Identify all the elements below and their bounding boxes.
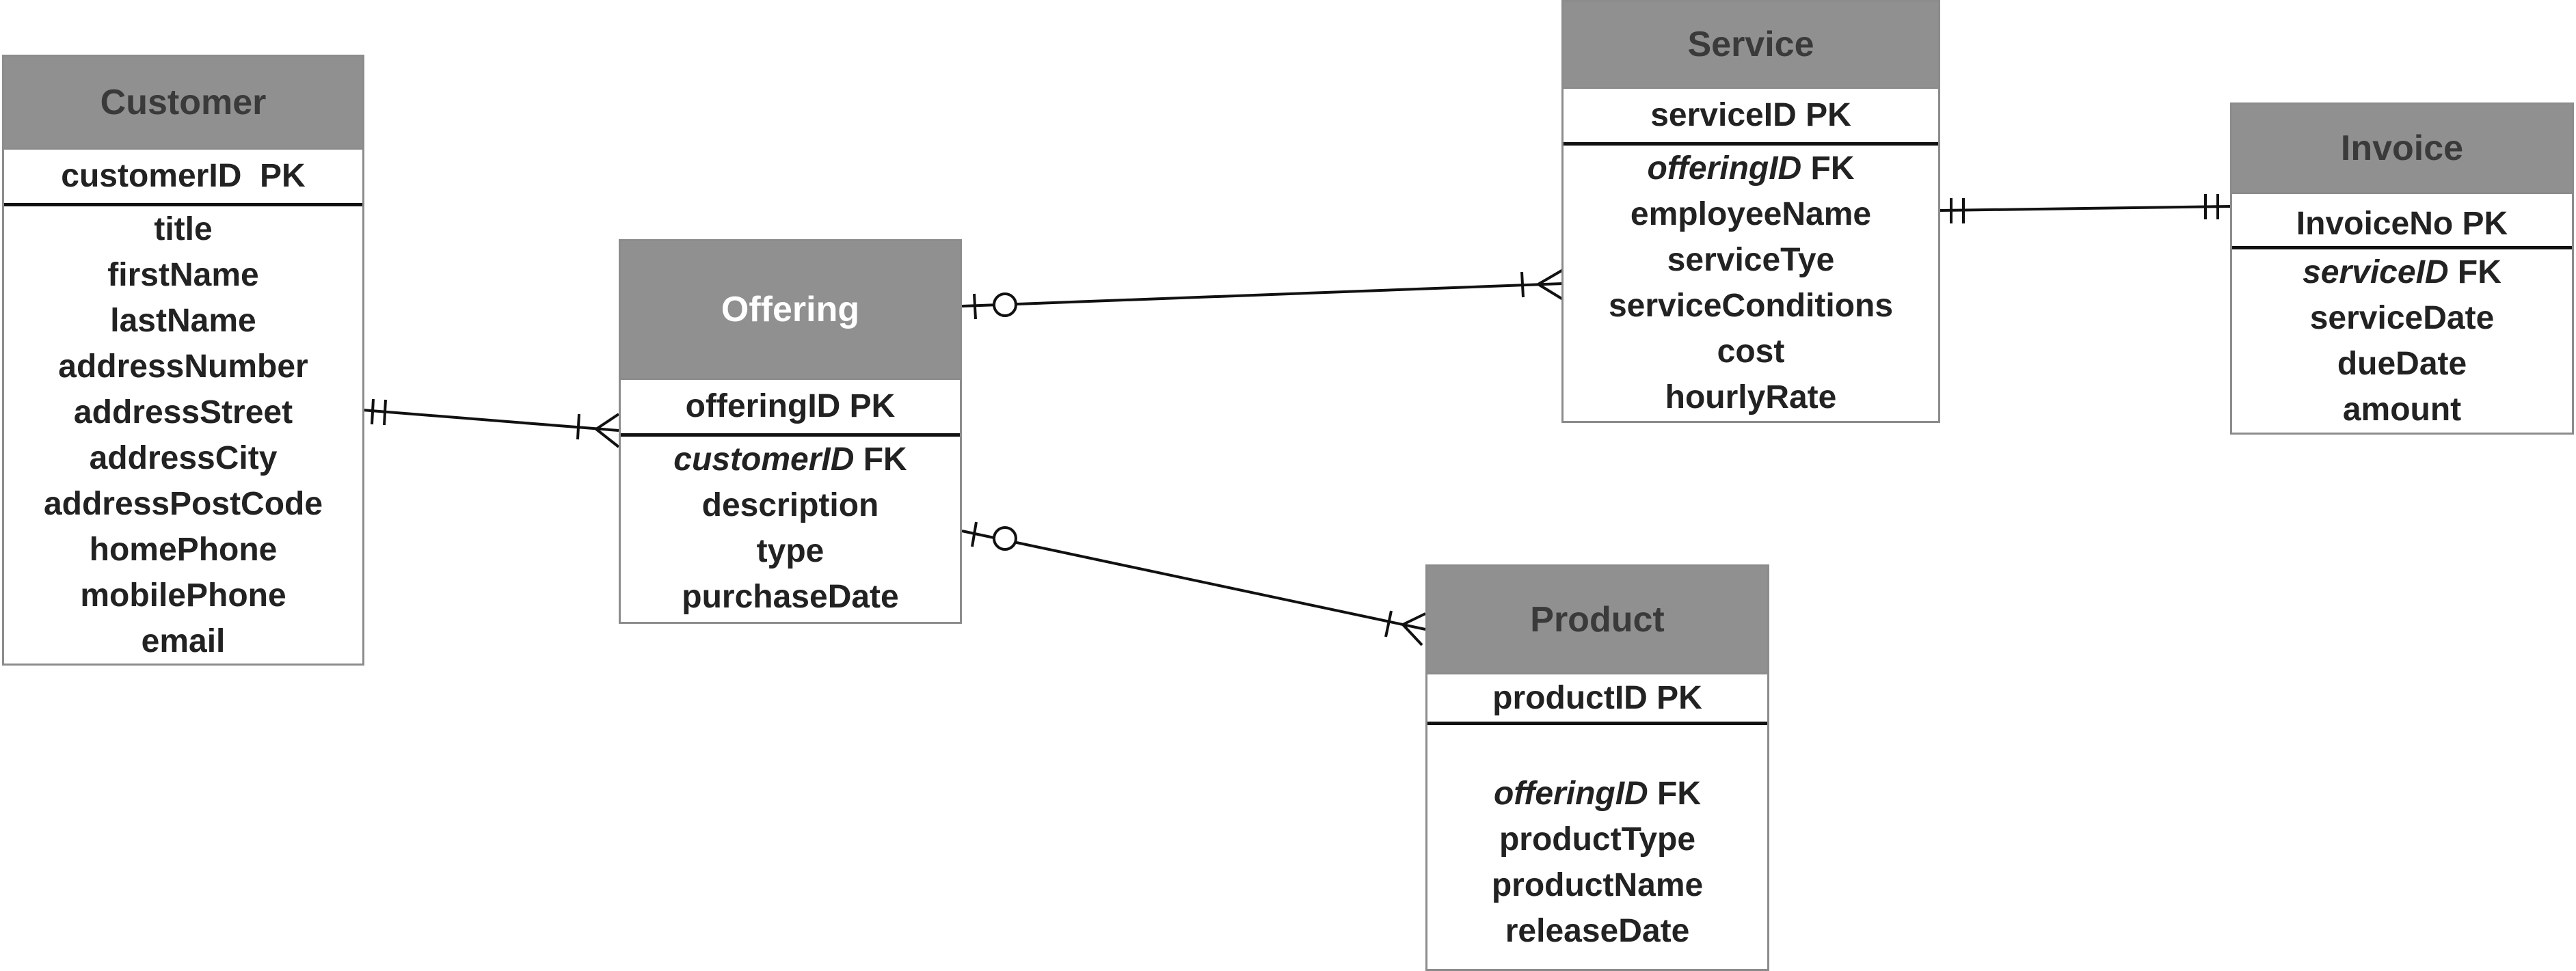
- offering-end-crowfoot-lower: [595, 428, 620, 448]
- product-header: Product: [1427, 566, 1767, 674]
- offering-attribute: purchaseDate: [682, 579, 899, 615]
- offering-attribute: type: [756, 533, 824, 569]
- service-entity[interactable]: Service serviceID PK offeringID FK emplo…: [1561, 0, 1940, 423]
- product-blank-row: [1427, 725, 1767, 771]
- product-attribute: releaseDate: [1505, 913, 1690, 949]
- invoice-title: Invoice: [2340, 128, 2464, 168]
- customer-attribute: lastName: [110, 303, 256, 339]
- customer-header: Customer: [4, 57, 362, 150]
- customer-attribute: addressStreet: [73, 394, 293, 430]
- offering-fk-name: customerID: [673, 441, 855, 478]
- customer-pk: customerID PK: [4, 150, 362, 206]
- offering-end-one-bar: [576, 413, 580, 440]
- invoice-header: Invoice: [2232, 105, 2572, 194]
- product-end-one-bar: [1384, 610, 1393, 638]
- service-fk: offeringID FK: [1564, 146, 1938, 191]
- customer-end-mandatory-one-2: [383, 399, 387, 426]
- offering-end-crowfoot-upper: [595, 413, 620, 430]
- invoice-fk-suffix: FK: [2448, 254, 2501, 290]
- service-invoice-line: [1940, 205, 2231, 212]
- customer-attribute: title: [154, 211, 213, 247]
- offering-pk: offeringID PK: [621, 380, 960, 437]
- offering-attribute: description: [701, 487, 879, 523]
- offering-service-one-bar: [973, 293, 977, 320]
- invoice-attribute-list: serviceID FK serviceDate dueDate amount: [2232, 249, 2572, 433]
- product-end-crowfoot-upper: [1402, 612, 1426, 626]
- invoice-fk: serviceID FK: [2232, 249, 2572, 295]
- offering-service-line: [961, 282, 1564, 307]
- offering-fk-suffix: FK: [854, 441, 907, 478]
- product-entity[interactable]: Product productID PK offeringID FK produ…: [1425, 564, 1769, 971]
- offering-title: Offering: [721, 290, 860, 329]
- invoice-attribute: serviceDate: [2309, 300, 2495, 336]
- product-end-crowfoot-lower: [1401, 623, 1423, 646]
- invoice-pk: InvoiceNo PK: [2232, 194, 2572, 249]
- offering-header: Offering: [621, 241, 960, 380]
- invoice-entity[interactable]: Invoice InvoiceNo PK serviceID FK servic…: [2230, 102, 2574, 435]
- offering-product-line: [961, 530, 1426, 631]
- customer-end-mandatory-one-1: [371, 398, 375, 425]
- offering-attribute-list: customerID FK description type purchaseD…: [621, 437, 960, 620]
- service-end-crowfoot-lower: [1537, 283, 1564, 301]
- service-attribute-list: offeringID FK employeeName serviceTye se…: [1564, 146, 1938, 420]
- invoice-attribute: amount: [2342, 392, 2462, 428]
- product-fk: offeringID FK: [1427, 771, 1767, 817]
- customer-attribute: email: [141, 623, 226, 659]
- customer-attribute: addressNumber: [58, 348, 308, 385]
- product-attribute-list: offeringID FK productType productName re…: [1427, 725, 1767, 954]
- product-fk-suffix: FK: [1648, 776, 1702, 812]
- offering-service-zero-circle: [993, 292, 1017, 317]
- offering-product-zero-circle: [993, 526, 1017, 551]
- product-attribute: productType: [1499, 821, 1696, 858]
- invoice-fk-name: serviceID: [2303, 254, 2449, 290]
- product-pk: productID PK: [1427, 674, 1767, 725]
- service-end-one-bar: [1520, 271, 1525, 298]
- service-attribute: serviceConditions: [1608, 288, 1894, 324]
- service-pk: serviceID PK: [1564, 89, 1938, 146]
- customer-attribute-list: title firstName lastName addressNumber a…: [4, 206, 362, 664]
- service-fk-suffix: FK: [1801, 150, 1855, 187]
- service-attribute: employeeName: [1630, 196, 1872, 232]
- offering-entity[interactable]: Offering offeringID PK customerID FK des…: [619, 239, 962, 624]
- service-end-crowfoot-upper: [1537, 269, 1564, 286]
- product-fk-name: offeringID: [1493, 776, 1648, 812]
- customer-offering-line: [362, 409, 619, 432]
- service-header: Service: [1564, 2, 1938, 89]
- customer-attribute: addressCity: [89, 440, 278, 476]
- customer-attribute: addressPostCode: [43, 486, 323, 522]
- customer-attribute: mobilePhone: [80, 577, 286, 614]
- service-title: Service: [1687, 25, 1814, 64]
- customer-attribute: homePhone: [89, 532, 278, 568]
- customer-title: Customer: [100, 82, 267, 122]
- offering-fk: customerID FK: [621, 437, 960, 482]
- customer-attribute: firstName: [107, 257, 259, 293]
- service-attribute: cost: [1717, 333, 1785, 370]
- service-attribute: serviceTye: [1667, 242, 1835, 278]
- product-title: Product: [1530, 599, 1665, 640]
- offering-product-one-bar: [971, 521, 978, 547]
- product-attribute: productName: [1491, 867, 1704, 903]
- customer-entity[interactable]: Customer customerID PK title firstName l…: [2, 55, 364, 666]
- service-attribute: hourlyRate: [1665, 379, 1837, 415]
- invoice-attribute: dueDate: [2337, 346, 2467, 382]
- service-fk-name: offeringID: [1647, 150, 1802, 187]
